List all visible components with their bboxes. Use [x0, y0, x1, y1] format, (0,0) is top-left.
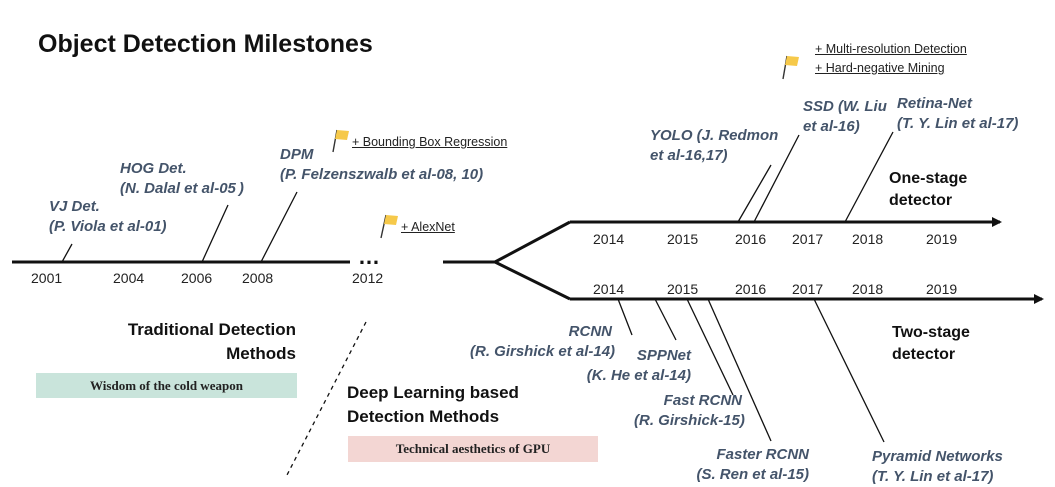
detector-author: (N. Dalal et al-05 )	[120, 180, 244, 197]
detector-author: (P. Felzenszwalb et al-08, 10)	[280, 166, 484, 183]
detector-vj: VJ Det. (P. Viola et al-01)	[49, 197, 167, 237]
fork-lower	[494, 260, 571, 301]
yolo-pointer	[737, 164, 772, 223]
year-label: 2008	[242, 270, 274, 286]
detector-author: (R. Girshick-15)	[634, 412, 745, 429]
vj-pointer	[61, 243, 73, 263]
detector-name: Faster RCNN	[716, 446, 809, 463]
detector-author: (P. Viola et al-01)	[49, 218, 167, 235]
detector-name: SSD (W. Liu	[803, 98, 887, 115]
hog-pointer	[201, 204, 229, 263]
sppnet-pointer	[654, 298, 677, 341]
ssd-pointer	[753, 134, 800, 223]
detector-author: (T. Y. Lin et al-17)	[897, 115, 1019, 132]
one-stage-label: One-stage detector	[889, 170, 968, 209]
detector-faster-rcnn: Faster RCNN (S. Ren et al-15)	[693, 445, 809, 485]
note-alexnet: + AlexNet	[401, 220, 455, 234]
multires-flag-icon	[782, 55, 799, 80]
year-label: 2006	[181, 270, 213, 286]
year-label: 2001	[31, 270, 63, 286]
retina-pointer	[844, 131, 894, 223]
year-label: 2016	[735, 281, 767, 297]
detector-author: (R. Girshick et al-14)	[470, 343, 616, 360]
detector-name: RCNN	[568, 323, 612, 340]
detector-name: VJ Det.	[49, 198, 100, 215]
note-multi-resolution: + Multi-resolution Detection	[815, 42, 967, 56]
rcnn-pointer	[617, 298, 633, 336]
fpn-pointer	[813, 298, 885, 443]
year-label: 2019	[926, 281, 958, 297]
detector-name: HOG Det.	[120, 160, 187, 177]
detector-hog: HOG Det. (N. Dalal et al-05 )	[120, 159, 244, 199]
detector-author: et al-16,17)	[650, 147, 728, 164]
fast-rcnn-pointer	[686, 298, 734, 396]
detector-name: Pyramid Networks	[872, 448, 1003, 465]
year-label: 2019	[926, 231, 958, 247]
detector-name: DPM	[280, 146, 314, 163]
year-label: 2017	[792, 231, 824, 247]
detector-name: SPPNet	[636, 347, 691, 364]
year-label: 2018	[852, 281, 884, 297]
year-label: 2004	[113, 270, 145, 286]
detector-sppnet: SPPNet (K. He et al-14)	[583, 346, 691, 386]
timeline-ellipsis: …	[358, 244, 380, 269]
two-stage-label: Two-stage detector	[892, 324, 970, 363]
detector-dpm: DPM (P. Felzenszwalb et al-08, 10)	[280, 145, 483, 185]
traditional-tagline: Wisdom of the cold weapon	[36, 373, 297, 398]
detector-yolo: YOLO (J. Redmon et al-16,17)	[650, 126, 778, 166]
traditional-methods-label: Traditional Detection Methods	[127, 320, 296, 363]
detector-author: (T. Y. Lin et al-17)	[872, 468, 994, 485]
detector-name: Fast RCNN	[663, 392, 742, 409]
detector-author: et al-16)	[803, 118, 860, 135]
year-label: 2018	[852, 231, 884, 247]
detector-fast-rcnn: Fast RCNN (R. Girshick-15)	[634, 391, 745, 431]
year-label: 2014	[593, 231, 625, 247]
note-bbox-regression: + Bounding Box Regression	[352, 135, 508, 149]
detector-ssd: SSD (W. Liu et al-16)	[803, 97, 887, 137]
bbox-flag-icon	[332, 129, 349, 153]
year-label: 2015	[667, 231, 699, 247]
fork-upper	[494, 220, 571, 264]
detector-author: (K. He et al-14)	[586, 367, 691, 384]
deep-learning-methods-label: Deep Learning based Detection Methods	[347, 383, 519, 426]
detector-retina-net: Retina-Net (T. Y. Lin et al-17)	[897, 94, 1018, 134]
detector-pyramid-networks: Pyramid Networks (T. Y. Lin et al-17)	[872, 447, 1003, 487]
detector-name: Retina-Net	[897, 95, 973, 112]
detector-author: (S. Ren et al-15)	[696, 466, 809, 483]
dpm-pointer	[260, 191, 298, 263]
deep-learning-tagline: Technical aesthetics of GPU	[348, 436, 598, 462]
year-label: 2015	[667, 281, 699, 297]
note-hard-negative: + Hard-negative Mining	[815, 61, 945, 75]
faster-rcnn-pointer	[707, 298, 772, 442]
year-label: 2017	[792, 281, 824, 297]
detector-name: YOLO (J. Redmon	[650, 127, 779, 144]
year-label: 2014	[593, 281, 625, 297]
detector-rcnn: RCNN (R. Girshick et al-14)	[470, 322, 616, 362]
year-label: 2012	[352, 270, 384, 286]
page-title: Object Detection Milestones	[38, 30, 373, 58]
alexnet-flag-icon	[380, 214, 398, 239]
year-label: 2016	[735, 231, 767, 247]
